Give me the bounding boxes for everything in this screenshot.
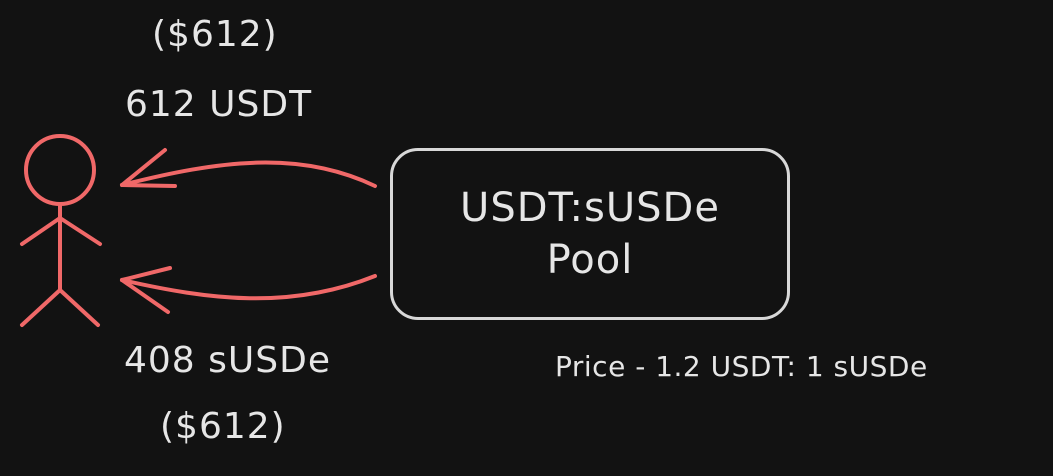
- arrow-susde-to-user: [120, 266, 377, 314]
- pool-box: USDT:sUSDe Pool: [390, 148, 790, 320]
- figure-right-leg: [58, 288, 100, 327]
- pool-label: Pool: [546, 237, 634, 283]
- arrow-usdt-head-upper: [120, 148, 167, 187]
- figure-head: [24, 134, 96, 206]
- figure-right-arm: [58, 216, 102, 246]
- figure-left-leg: [20, 288, 62, 327]
- arrow-susde-shaft: [120, 274, 377, 301]
- bottom-usd-amount: ($612): [160, 406, 286, 447]
- top-token-amount: 612 USDT: [125, 84, 313, 125]
- arrow-susde-head-upper: [120, 266, 172, 282]
- figure-left-arm: [20, 216, 62, 246]
- top-usd-amount: ($612): [152, 14, 278, 55]
- bottom-token-amount: 408 sUSDe: [124, 340, 331, 381]
- pool-name: USDT:sUSDe: [460, 185, 720, 231]
- arrow-usdt-head-lower: [120, 183, 177, 188]
- arrow-susde-head-lower: [120, 278, 170, 314]
- stick-figure-icon: [20, 134, 102, 327]
- price-note: Price - 1.2 USDT: 1 sUSDe: [555, 350, 928, 383]
- arrow-usdt-shaft: [120, 160, 377, 188]
- arrow-usdt-to-user: [120, 148, 377, 188]
